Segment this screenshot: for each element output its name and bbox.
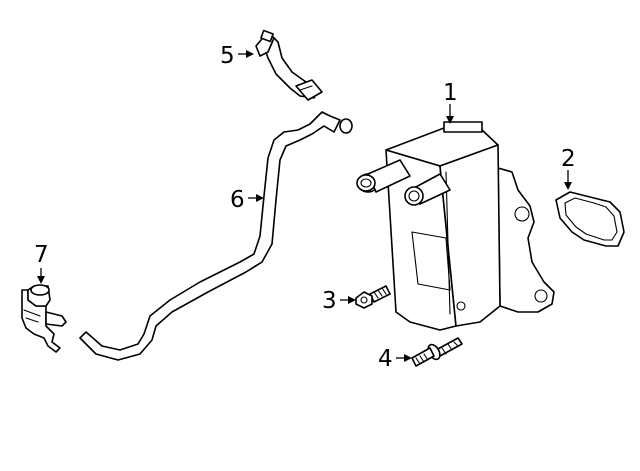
gasket-part — [555, 191, 625, 247]
callout-6: 6 — [230, 187, 245, 213]
oil-cooler-part — [356, 121, 555, 331]
hose-part-5 — [255, 29, 323, 101]
callout-3: 3 — [322, 288, 337, 314]
callout-7: 7 — [34, 242, 49, 268]
callout-5: 5 — [220, 43, 235, 69]
hose-part-6 — [79, 111, 353, 361]
callout-2: 2 — [561, 146, 576, 172]
bolt-part-3 — [355, 285, 391, 309]
callout-4: 4 — [378, 346, 393, 372]
callout-1: 1 — [443, 80, 458, 106]
callout-leaders — [37, 50, 572, 362]
valve-part-7 — [21, 284, 67, 353]
stud-bolt-part-4 — [411, 337, 463, 367]
